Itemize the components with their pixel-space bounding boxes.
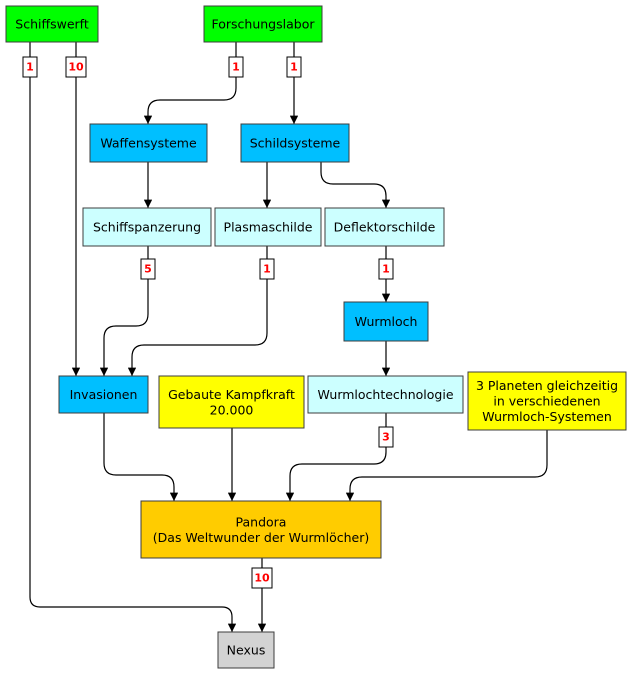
node-box — [5, 5, 99, 43]
badge-box — [259, 258, 275, 280]
badge-plasma-invasionen: 1 — [259, 258, 275, 280]
badge-deflektor-wurmloch: 1 — [378, 258, 394, 280]
edge-plasmaschilde-invasionen — [127, 246, 268, 376]
badge-count: 1 — [232, 61, 240, 74]
node-pandora: Pandora(Das Weltwunder der Wurmlöcher) — [140, 500, 382, 559]
edge-planeten-pandora — [345, 430, 548, 501]
badge-count: 1 — [263, 263, 271, 276]
badges: 1 10 1 1 5 1 1 3 10 — [22, 56, 394, 589]
node-box — [217, 631, 275, 669]
node-label: Wurmlochtechnologie — [317, 387, 453, 402]
node-wurmlochtechnologie: Wurmlochtechnologie — [307, 375, 464, 414]
node-wurmloch: Wurmloch — [343, 301, 429, 342]
badge-box — [228, 56, 244, 78]
node-label: 20.000 — [210, 402, 254, 417]
node-box — [307, 375, 464, 414]
node-forschungslabor: Forschungslabor — [203, 5, 323, 43]
node-label: Schildsysteme — [250, 136, 341, 151]
badge-box — [251, 567, 273, 589]
badge-count: 1 — [290, 61, 298, 74]
node-box — [467, 371, 627, 431]
badge-wurmlochtech-pandora: 3 — [378, 426, 394, 448]
node-box — [343, 301, 429, 342]
edge-schildsysteme-deflektorschilde — [320, 162, 391, 208]
node-schildsysteme: Schildsysteme — [240, 123, 350, 163]
badge-count: 10 — [254, 572, 270, 585]
edges — [29, 42, 548, 632]
node-nexus: Nexus — [217, 631, 275, 669]
node-box — [89, 123, 208, 163]
node-label: Wurmloch — [355, 314, 418, 329]
badge-box — [22, 56, 38, 78]
badge-box — [378, 426, 394, 448]
node-box — [82, 207, 212, 247]
node-label: Invasionen — [70, 387, 138, 402]
node-box — [203, 5, 323, 43]
node-label: 3 Planeten gleichzeitig — [476, 378, 618, 393]
badge-schiffswerft-invasionen: 10 — [65, 56, 87, 78]
badge-box — [65, 56, 87, 78]
edge-invasionen-pandora — [103, 413, 179, 501]
badge-count: 3 — [382, 431, 390, 444]
node-label: Wurmloch-Systemen — [482, 409, 612, 424]
badge-forschung-waffen: 1 — [228, 56, 244, 78]
node-label: (Das Weltwunder der Wurmlöcher) — [153, 530, 369, 545]
node-label: Deflektorschilde — [334, 220, 436, 235]
node-label: in verschiedenen — [493, 394, 600, 409]
badge-box — [378, 258, 394, 280]
node-label: Forschungslabor — [212, 17, 316, 32]
badge-box — [140, 258, 156, 280]
edge-schiffspanzerung-invasionen — [99, 246, 149, 376]
badge-count: 5 — [144, 263, 152, 276]
node-box — [58, 375, 149, 414]
edge-forschungslabor-waffensysteme — [143, 42, 237, 124]
badge-count: 10 — [68, 61, 84, 74]
node-box — [324, 207, 445, 247]
badge-count: 1 — [382, 263, 390, 276]
node-box — [140, 500, 382, 559]
badge-panzerung-invasionen: 5 — [140, 258, 156, 280]
node-label: Nexus — [227, 643, 266, 658]
edge-schiffswerft-nexus — [29, 42, 237, 632]
node-schiffswerft: Schiffswerft — [5, 5, 99, 43]
node-box — [158, 375, 305, 429]
node-deflektorschilde: Deflektorschilde — [324, 207, 445, 247]
node-label: Schiffspanzerung — [93, 220, 201, 235]
badge-count: 1 — [26, 61, 34, 74]
node-box — [214, 207, 322, 247]
node-label: Pandora — [236, 514, 287, 529]
node-label: Schiffswerft — [15, 17, 89, 32]
node-invasionen: Invasionen — [58, 375, 149, 414]
badge-schiffswerft-nexus: 1 — [22, 56, 38, 78]
node-label: Plasmaschilde — [224, 220, 313, 235]
badge-pandora-nexus: 10 — [251, 567, 273, 589]
node-label: Waffensysteme — [100, 136, 197, 151]
node-plasmaschilde: Plasmaschilde — [214, 207, 322, 247]
badge-forschung-schild: 1 — [286, 56, 302, 78]
node-waffensysteme: Waffensysteme — [89, 123, 208, 163]
badge-box — [286, 56, 302, 78]
node-label: Gebaute Kampfkraft — [168, 387, 295, 402]
edge-wurmlochtechnologie-pandora — [285, 413, 387, 501]
node-schiffspanzerung: Schiffspanzerung — [82, 207, 212, 247]
node-box — [240, 123, 350, 163]
nodes: Schiffswerft Forschungslabor Waffensyste… — [5, 5, 627, 669]
